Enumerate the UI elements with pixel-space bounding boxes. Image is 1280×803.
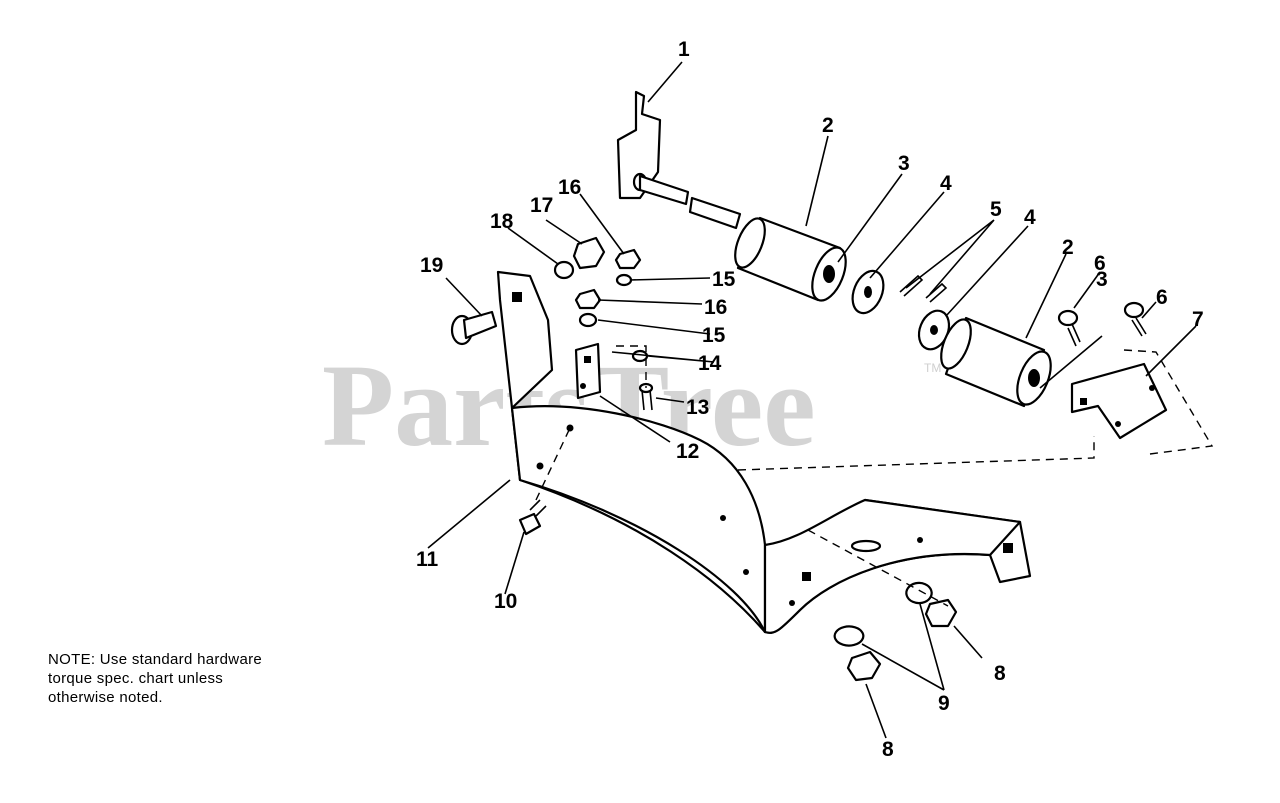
callout-10: 10 — [494, 590, 517, 613]
nut-part-16b — [574, 288, 602, 310]
assembly-line-plate — [616, 345, 647, 388]
callout-8-right: 8 — [994, 662, 1006, 685]
callout-15-upper: 15 — [712, 268, 736, 291]
roller-bracket-part-7 — [1070, 362, 1168, 440]
roller-bracket-part-1 — [616, 90, 690, 206]
callout-6-left: 6 — [1094, 252, 1106, 275]
callout-17: 17 — [530, 194, 553, 217]
callout-1: 1 — [678, 38, 690, 61]
washer-part-18 — [553, 260, 575, 280]
callout-2-upper: 2 — [822, 114, 834, 137]
callout-16-lower: 16 — [704, 296, 727, 319]
torque-note: NOTE: Use standard hardware torque spec.… — [48, 650, 368, 707]
callout-3-upper: 3 — [898, 152, 910, 175]
callout-18: 18 — [490, 210, 514, 233]
lock-washer-9a — [833, 625, 865, 647]
callout-7: 7 — [1192, 308, 1204, 331]
mount-plate-part-12 — [574, 342, 602, 400]
washer-part-15b — [578, 312, 598, 328]
roller-lower — [940, 316, 1052, 408]
bolt-6a — [1057, 309, 1081, 347]
assembly-line-center — [807, 529, 949, 607]
note-line-1: NOTE: Use standard hardware — [48, 651, 263, 668]
callout-9: 9 — [938, 692, 950, 715]
washer-part-15a — [615, 273, 633, 287]
washer-upper — [851, 269, 885, 315]
callout-19: 19 — [420, 254, 443, 277]
note-line-3: otherwise noted. — [48, 689, 163, 706]
callout-11: 11 — [416, 548, 439, 571]
note-line-2: torque spec. chart unless — [48, 670, 224, 687]
bolt-part-10 — [518, 499, 547, 536]
callout-14: 14 — [698, 352, 722, 375]
callout-3-lower: 3 — [1096, 268, 1108, 291]
nut-part-17 — [572, 236, 606, 270]
nut-part-16a — [614, 248, 642, 270]
nut-8a — [846, 650, 882, 682]
leader-lines — [427, 61, 1197, 739]
trademark-mark: TM — [924, 361, 941, 375]
nut-8b — [924, 598, 958, 628]
callout-6-right: 6 — [1156, 286, 1168, 309]
callout-8-bottom: 8 — [882, 738, 894, 761]
callout-2-lower: 2 — [1062, 236, 1074, 259]
callout-5: 5 — [990, 198, 1002, 221]
callout-16-upper: 16 — [558, 176, 581, 199]
callout-4-upper: 4 — [940, 172, 952, 195]
lock-washer-9b — [905, 581, 933, 605]
roller-upper — [734, 216, 847, 302]
callout-12: 12 — [676, 440, 699, 463]
cotter-pin-b — [925, 282, 948, 303]
assembly-line-bracket — [1123, 349, 1214, 455]
callout-4-lower: 4 — [1024, 206, 1036, 229]
bolt-6b — [1123, 301, 1147, 337]
callout-15-lower: 15 — [702, 324, 726, 347]
callout-13: 13 — [686, 396, 709, 419]
frame-part-11 — [496, 270, 1032, 634]
spacer-tube — [688, 196, 742, 230]
carriage-bolt-part-19 — [450, 310, 498, 346]
assembly-line-right — [737, 436, 1095, 471]
